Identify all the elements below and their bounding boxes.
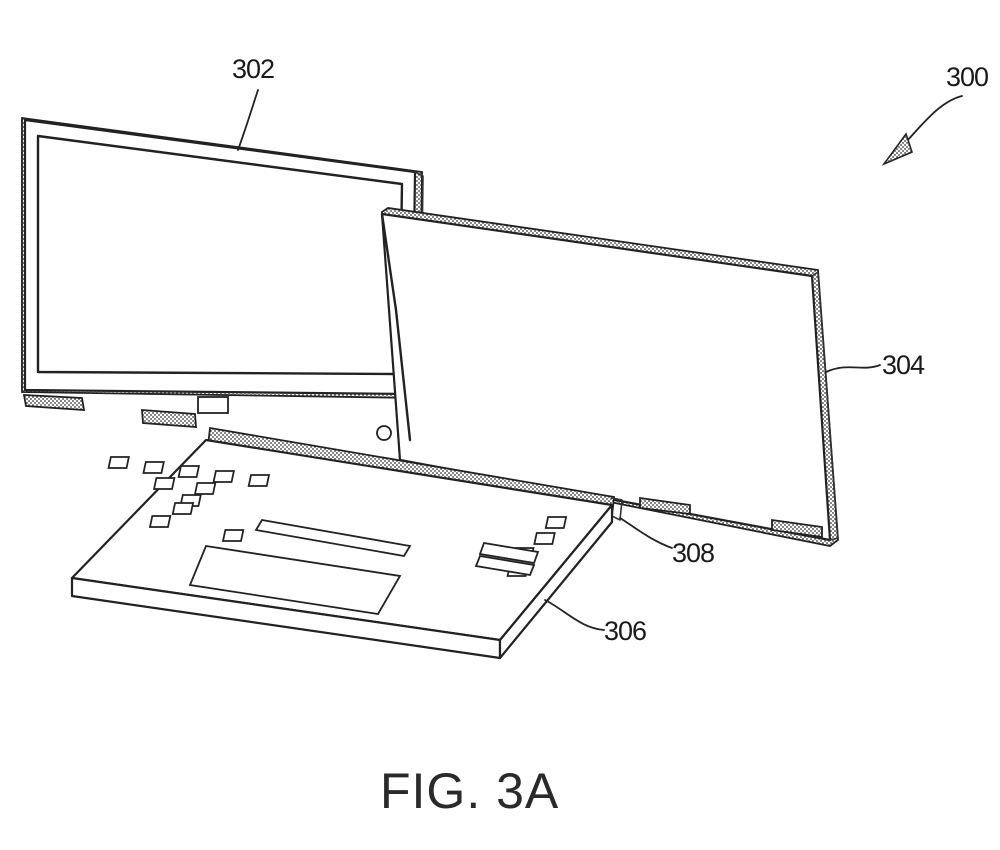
arrow-head-icon <box>881 132 913 166</box>
key-cluster-left <box>107 456 271 542</box>
label-308: 308 <box>672 538 714 568</box>
first-display <box>21 116 424 441</box>
second-display <box>380 207 839 547</box>
key-cluster-right <box>474 516 568 577</box>
keyboard-base <box>70 438 614 660</box>
label-302: 302 <box>232 54 274 84</box>
label-304: 304 <box>882 350 925 380</box>
camera-icon <box>197 396 229 414</box>
figure-caption: FIG. 3A <box>380 763 559 819</box>
label-300: 300 <box>946 62 988 92</box>
trackpad <box>188 545 402 615</box>
label-306: 306 <box>604 616 646 646</box>
power-button-icon <box>376 425 392 441</box>
leader-lines <box>237 89 963 631</box>
